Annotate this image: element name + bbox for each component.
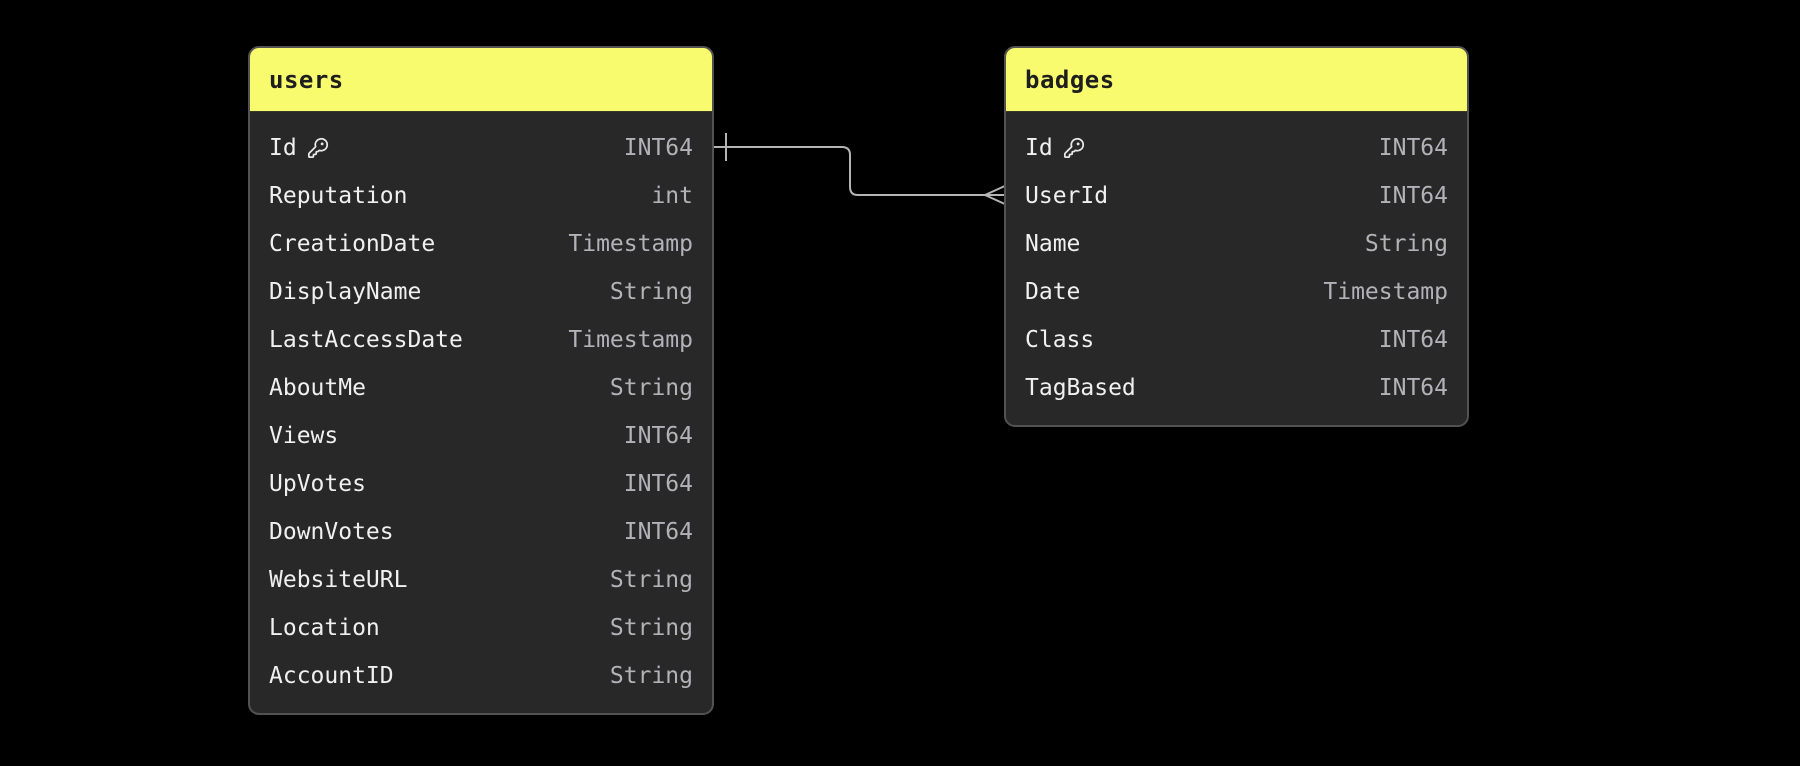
field-name: Name — [1025, 231, 1081, 257]
field-name: TagBased — [1025, 375, 1136, 401]
field-row[interactable]: LastAccessDate Timestamp — [250, 316, 712, 364]
field-list: Id INT64 Reputation int CreationDate Tim… — [250, 112, 712, 713]
field-name: UpVotes — [269, 471, 366, 497]
table-node-users[interactable]: users Id INT64 Reputation int CreationDa… — [248, 46, 714, 715]
field-row[interactable]: CreationDate Timestamp — [250, 220, 712, 268]
field-row[interactable]: Views INT64 — [250, 412, 712, 460]
table-title: users — [269, 65, 344, 94]
field-name: Date — [1025, 279, 1081, 305]
field-type: INT64 — [623, 519, 693, 545]
field-type: INT64 — [1378, 327, 1448, 353]
field-row[interactable]: Date Timestamp — [1006, 268, 1467, 316]
field-type: int — [651, 183, 693, 209]
field-row[interactable]: Class INT64 — [1006, 316, 1467, 364]
field-row[interactable]: AboutMe String — [250, 364, 712, 412]
field-type: INT64 — [623, 135, 693, 161]
primary-key-icon — [307, 137, 329, 159]
field-row[interactable]: TagBased INT64 — [1006, 364, 1467, 412]
field-type: INT64 — [1378, 375, 1448, 401]
field-row[interactable]: DisplayName String — [250, 268, 712, 316]
field-type: String — [609, 375, 693, 401]
relationship-line[interactable] — [712, 146, 1006, 196]
field-name: UserId — [1025, 183, 1109, 209]
table-header[interactable]: badges — [1006, 48, 1467, 112]
field-type: String — [1364, 231, 1448, 257]
field-type: Timestamp — [568, 327, 693, 353]
table-title: badges — [1025, 65, 1115, 94]
field-row[interactable]: UpVotes INT64 — [250, 460, 712, 508]
field-name: Location — [269, 615, 380, 641]
field-name: Id — [269, 135, 329, 161]
table-node-badges[interactable]: badges Id INT64 UserId INT64 Name String… — [1004, 46, 1469, 427]
field-row[interactable]: AccountID String — [250, 652, 712, 700]
field-name: DisplayName — [269, 279, 422, 305]
field-list: Id INT64 UserId INT64 Name String Date T… — [1006, 112, 1467, 425]
field-name: WebsiteURL — [269, 567, 408, 593]
field-name: DownVotes — [269, 519, 394, 545]
field-row[interactable]: WebsiteURL String — [250, 556, 712, 604]
field-name: Views — [269, 423, 339, 449]
field-row[interactable]: Location String — [250, 604, 712, 652]
field-name: LastAccessDate — [269, 327, 463, 353]
field-row[interactable]: Name String — [1006, 220, 1467, 268]
field-type: String — [609, 567, 693, 593]
field-name: AboutMe — [269, 375, 366, 401]
table-header[interactable]: users — [250, 48, 712, 112]
field-type: Timestamp — [1323, 279, 1448, 305]
many-cardinality-marker — [984, 184, 1008, 206]
field-type: String — [609, 615, 693, 641]
field-name: AccountID — [269, 663, 394, 689]
field-name: CreationDate — [269, 231, 436, 257]
field-row[interactable]: UserId INT64 — [1006, 172, 1467, 220]
field-type: String — [609, 279, 693, 305]
field-type: INT64 — [1378, 183, 1448, 209]
primary-key-icon — [1063, 137, 1085, 159]
field-row[interactable]: Id INT64 — [1006, 124, 1467, 172]
field-name: Id — [1025, 135, 1085, 161]
field-type: INT64 — [623, 471, 693, 497]
field-type: INT64 — [623, 423, 693, 449]
field-name: Class — [1025, 327, 1095, 353]
field-type: String — [609, 663, 693, 689]
field-type: Timestamp — [568, 231, 693, 257]
field-row[interactable]: Reputation int — [250, 172, 712, 220]
field-row[interactable]: DownVotes INT64 — [250, 508, 712, 556]
field-row[interactable]: Id INT64 — [250, 124, 712, 172]
field-type: INT64 — [1378, 135, 1448, 161]
field-name: Reputation — [269, 183, 408, 209]
